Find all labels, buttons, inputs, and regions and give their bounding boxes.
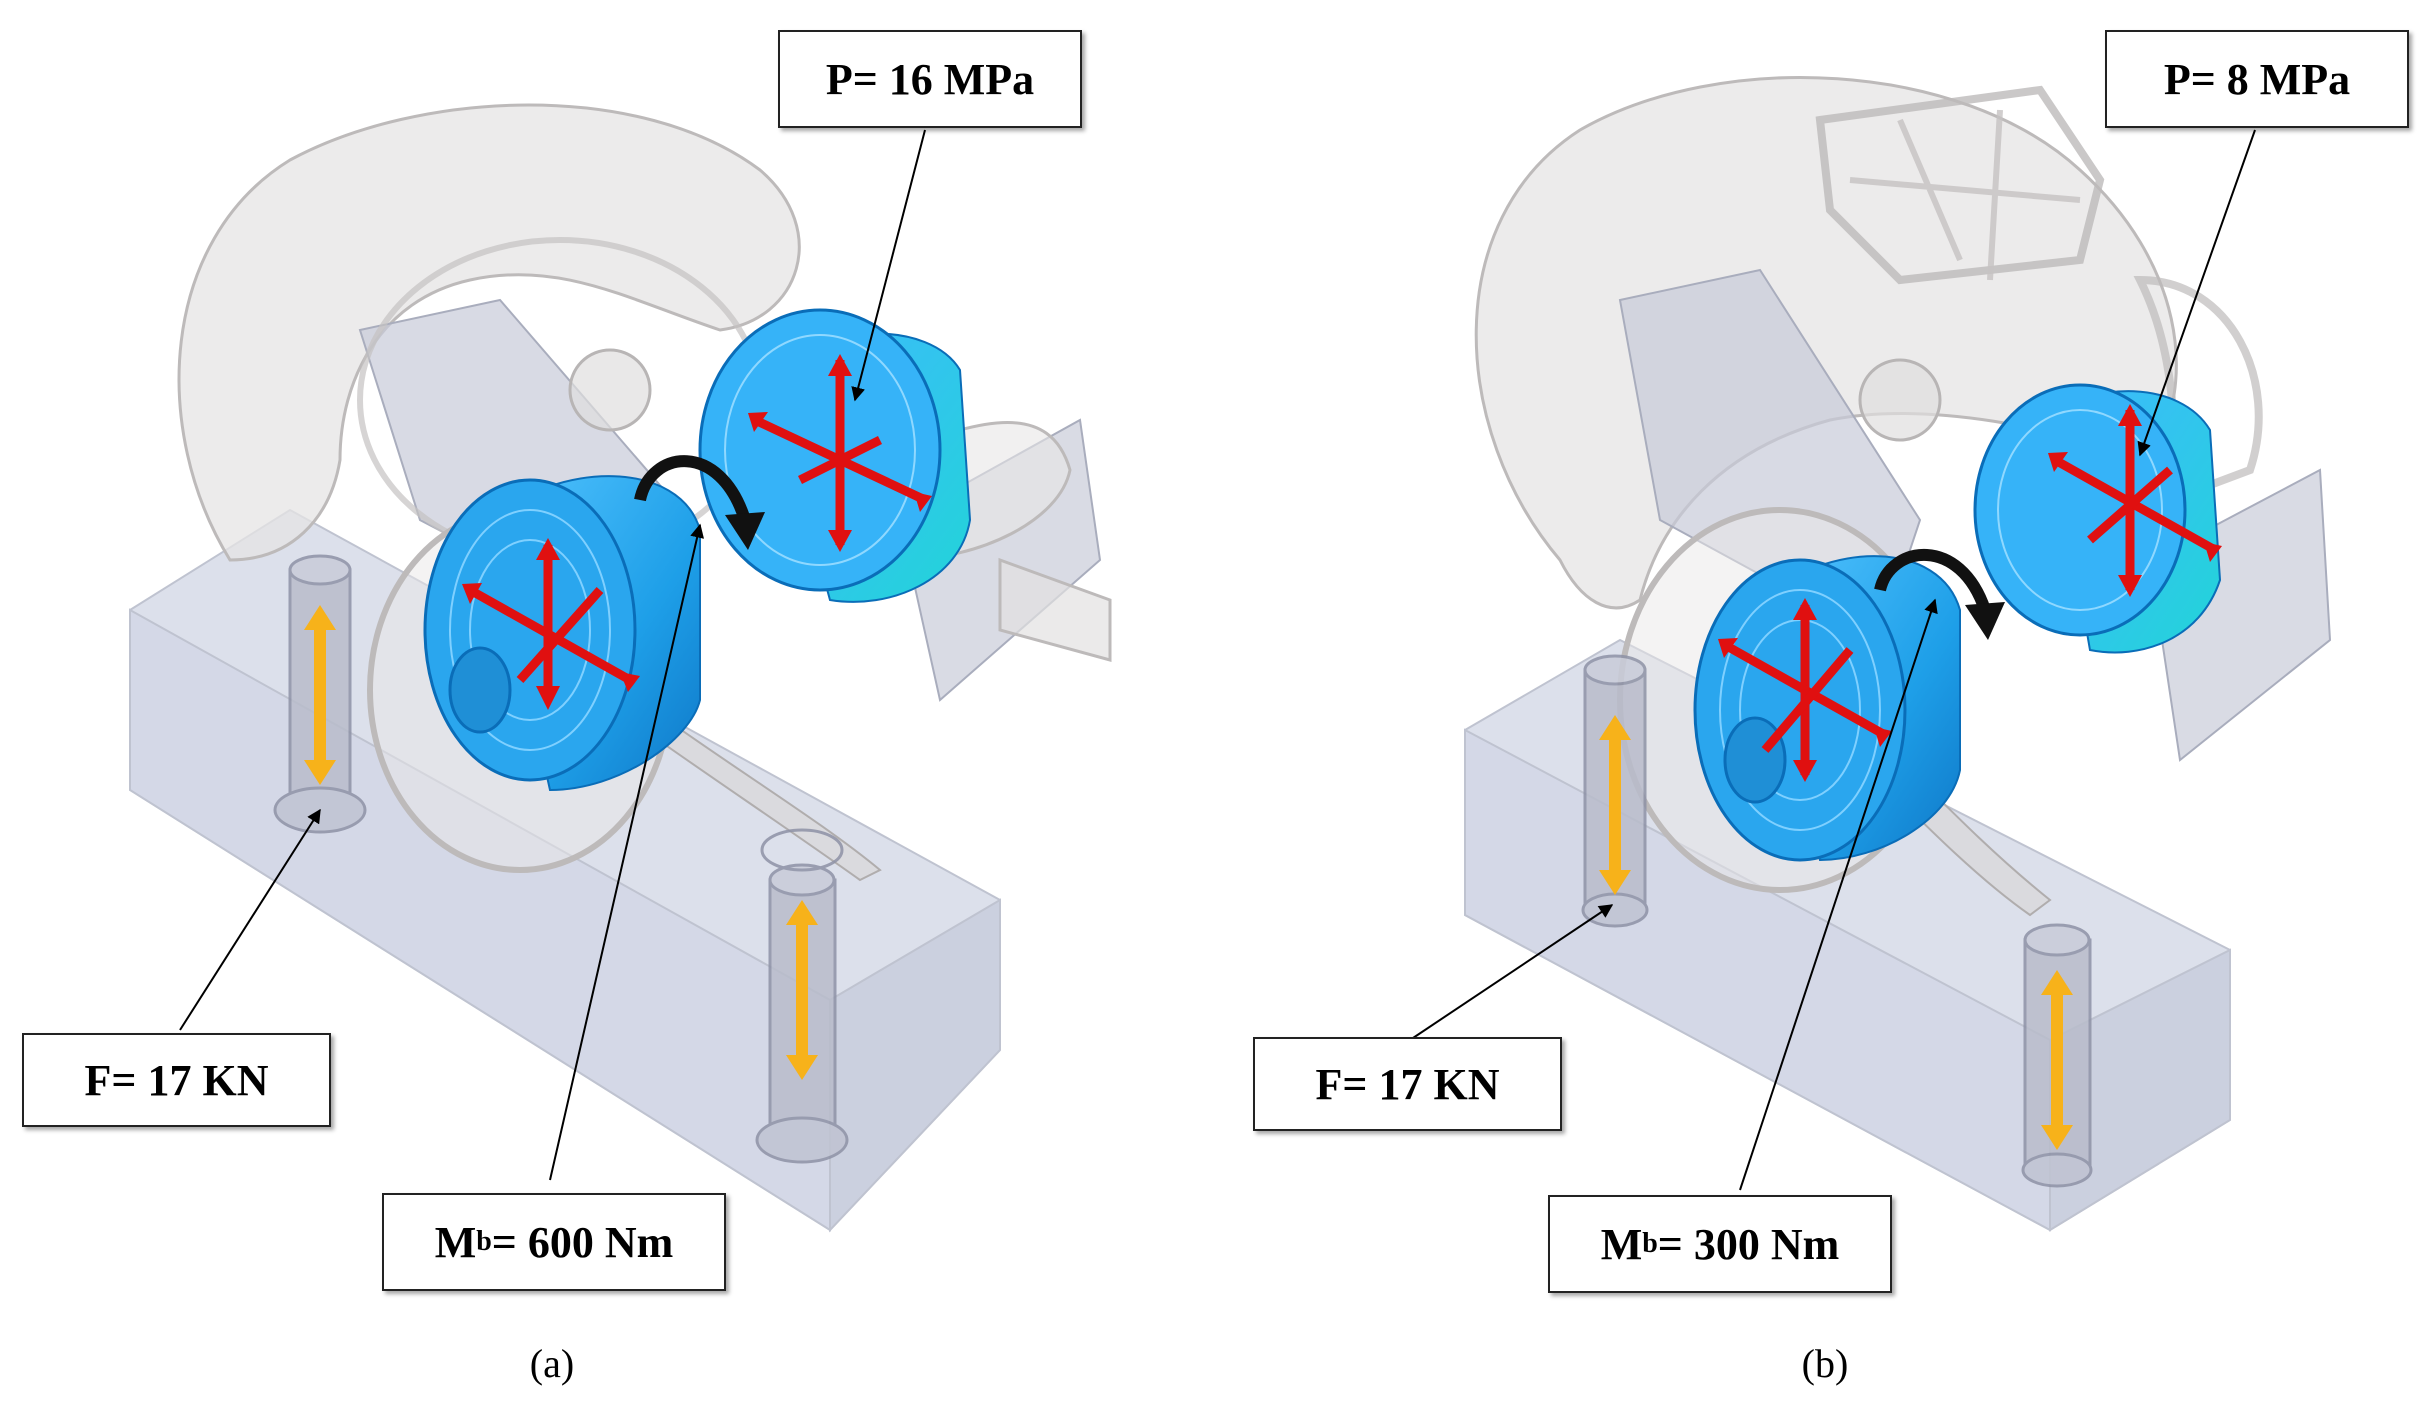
- leader-pressure-b: [2137, 129, 2256, 457]
- force-label-a-text: F= 17 KN: [84, 1055, 269, 1105]
- caption-b: (b): [1801, 1341, 1849, 1386]
- bearing-front-b: [1693, 555, 1961, 862]
- force-label-b: F= 17 KN: [1253, 1037, 1562, 1131]
- moment-label-a-value: = 600 Nm: [491, 1217, 674, 1267]
- pressure-arrows-front-a: [462, 538, 640, 710]
- pressure-arrows-front-b: [1718, 598, 1892, 782]
- leader-force-b: [1409, 904, 1614, 1041]
- pressure-label-a-text: P= 16 MPa: [825, 54, 1035, 104]
- force-arrow-left-b: [1599, 715, 1631, 895]
- force-label-a: F= 17 KN: [22, 1033, 331, 1127]
- pressure-label-a: P= 16 MPa: [778, 30, 1082, 128]
- pressure-arrows-back-b: [2048, 404, 2222, 597]
- moment-label-b-symbol: M: [1600, 1219, 1643, 1269]
- pressure-arrows-back-a: [748, 354, 932, 552]
- caption-a: (a): [529, 1341, 575, 1386]
- leader-moment-b: [1739, 598, 1938, 1191]
- moment-label-a-symbol: M: [434, 1217, 477, 1267]
- moment-label-a-subscript: b: [476, 1226, 492, 1257]
- leader-pressure-a: [851, 129, 926, 402]
- moment-arrow-a: [634, 455, 765, 550]
- pressure-label-b: P= 8 MPa: [2105, 30, 2409, 128]
- force-arrow-right-b: [2041, 970, 2073, 1150]
- force-arrow-left-a: [304, 605, 336, 785]
- bearing-back-b: [1973, 383, 2222, 654]
- leader-force-a: [179, 808, 321, 1031]
- force-arrow-right-a: [786, 900, 818, 1080]
- moment-label-b-subscript: b: [1642, 1228, 1658, 1259]
- force-label-b-text: F= 17 KN: [1315, 1059, 1500, 1109]
- leader-moment-a: [549, 523, 705, 1181]
- moment-arrow-b: [1874, 549, 2005, 640]
- panel-a: [129, 76, 2332, 1233]
- pressure-label-b-text: P= 8 MPa: [2163, 54, 2351, 104]
- moment-label-b-value: = 300 Nm: [1657, 1219, 1840, 1269]
